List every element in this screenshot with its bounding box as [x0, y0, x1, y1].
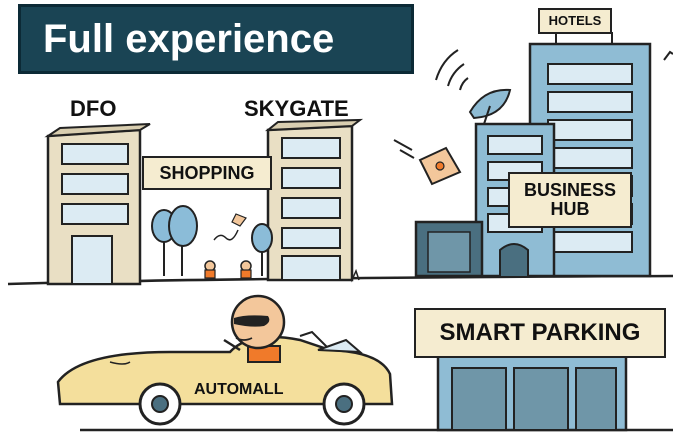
label-dfo: DFO	[70, 96, 117, 121]
sign-hotels: HOTELS	[538, 8, 612, 34]
low-office-building	[414, 220, 484, 278]
driver-character	[223, 294, 286, 363]
smart-parking-building	[436, 350, 628, 432]
envelope-icon	[393, 139, 462, 186]
page-title: Full experience	[43, 17, 335, 61]
sign-business-hub: BUSINESS HUB	[508, 172, 632, 228]
satellite-dish	[435, 49, 512, 125]
shopping-trees	[151, 205, 273, 279]
skygate-building	[264, 118, 364, 282]
title-banner: Full experience	[18, 4, 414, 74]
right-edge-sketch	[663, 50, 673, 61]
label-automall: AUTOMALL	[194, 381, 284, 398]
sign-shopping: SHOPPING	[142, 156, 272, 190]
label-skygate: SKYGATE	[244, 96, 349, 121]
dfo-building	[44, 123, 151, 286]
sports-car	[56, 330, 394, 426]
sign-smart-parking: SMART PARKING	[414, 308, 666, 358]
